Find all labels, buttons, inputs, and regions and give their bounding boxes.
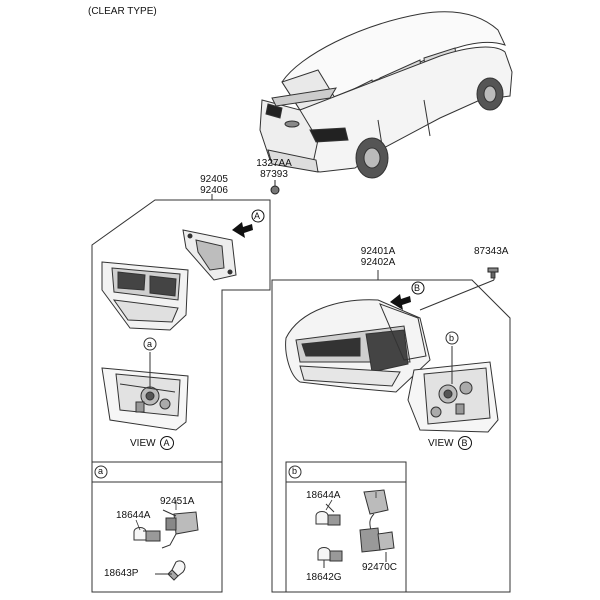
detail-a-parts <box>133 509 199 581</box>
view-b-lamp-shape <box>407 331 499 433</box>
vehicle-illustration <box>259 11 513 179</box>
part-number: 92406 <box>200 185 228 196</box>
part-label-outer-lamp: 92401A 92402A <box>361 246 395 268</box>
view-a-caption: VIEW A <box>130 436 174 450</box>
part-label-screw: 87343A <box>474 246 509 257</box>
part-number: 87393 <box>260 169 288 180</box>
part-number: 92402A <box>360 257 396 268</box>
screw-87343A-shape <box>487 267 499 279</box>
outer-lamp-shape <box>285 299 431 393</box>
part-number: 92405 <box>200 174 228 185</box>
arrow-a-label: A <box>254 211 261 221</box>
part-label-bulb-a-small: 18643P <box>104 568 139 579</box>
part-label-socket-b: 92470C <box>362 562 398 573</box>
arrow-a-shape <box>232 209 265 238</box>
part-label-bulb-a: 18644A <box>116 510 151 521</box>
view-a-letter: A <box>159 436 174 450</box>
arrow-b-label: B <box>414 283 421 293</box>
view-b-caption: VIEW B <box>428 436 472 450</box>
view-a-lamp-shape <box>101 337 189 431</box>
part-number: 1327AA <box>256 158 292 169</box>
inner-lamp-shape <box>101 261 189 331</box>
callout-b-label: b <box>449 333 455 343</box>
part-label-socket-a: 92451A <box>160 496 195 507</box>
part-label-bulb-b-small: 18642G <box>306 572 342 583</box>
detail-b-box <box>285 461 407 593</box>
gasket-shape <box>182 229 237 281</box>
part-label-clip: 1327AA 87393 <box>256 158 292 180</box>
view-a-text: VIEW <box>130 437 156 449</box>
detail-a-tag: a <box>98 466 104 476</box>
callout-a-label: a <box>147 339 153 349</box>
detail-a-box <box>91 461 223 593</box>
view-b-letter: B <box>457 436 472 450</box>
arrow-b-shape <box>390 281 425 310</box>
leader-lines <box>135 492 377 575</box>
page-title: (CLEAR TYPE) <box>88 6 157 17</box>
clip-1327AA-shape <box>270 180 280 195</box>
detail-b-tag: b <box>292 466 298 476</box>
view-b-text: VIEW <box>428 437 454 449</box>
part-label-bulb-b: 18644A <box>306 490 341 501</box>
detail-b-parts <box>315 489 395 568</box>
inner-lamp-group-frame <box>91 194 271 593</box>
part-number: 92401A <box>360 246 396 257</box>
part-label-inner-lamp: 92405 92406 <box>200 174 228 196</box>
